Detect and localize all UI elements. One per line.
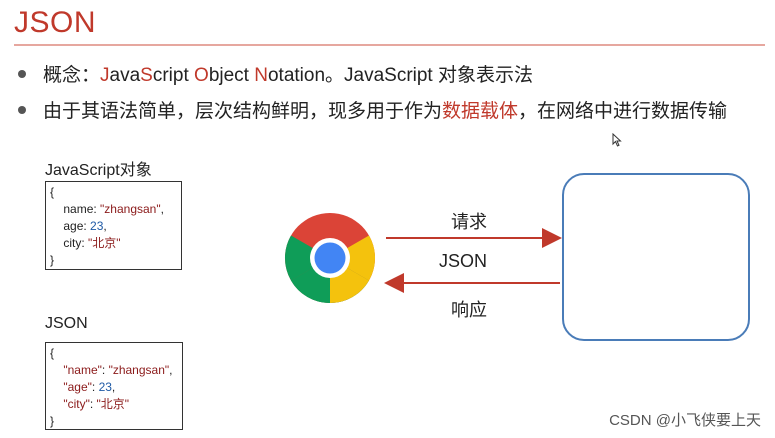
code-value: 23 xyxy=(98,380,112,394)
server-box xyxy=(562,173,750,341)
bullet-usage: 由于其语法简单，层次结构鲜明，现多用于作为数据载体，在网络中进行数据传输 xyxy=(18,96,727,123)
code-line: } xyxy=(50,413,178,430)
code-key: "city" xyxy=(63,397,90,411)
code-value: 23 xyxy=(90,219,104,233)
code-line: name: "zhangsan", xyxy=(63,202,164,216)
concept-letter-n: N xyxy=(254,65,268,86)
code-line: "city": "北京" xyxy=(63,397,130,411)
bullet-concept-text: 概念：JavaScript Object Notation。JavaScript… xyxy=(43,60,533,87)
bullet-concept: 概念：JavaScript Object Notation。JavaScript… xyxy=(18,60,533,87)
title-divider xyxy=(14,44,765,46)
code-brace-close: } xyxy=(50,414,55,428)
usage-text-pre: 由于其语法简单，层次结构鲜明，现多用于作为 xyxy=(43,101,443,122)
concept-text-cript: cript xyxy=(152,65,195,86)
concept-text-ava: ava xyxy=(109,65,141,86)
code-value: "zhangsan" xyxy=(108,363,170,377)
js-object-caption: JavaScript对象 xyxy=(45,162,152,179)
concept-letter-j: J xyxy=(100,65,110,86)
code-key: name xyxy=(63,202,94,216)
code-brace-open: { xyxy=(50,346,55,360)
code-key: "name" xyxy=(63,363,102,377)
watermark: CSDN @小飞侠要上天 xyxy=(609,412,761,429)
code-sep: , xyxy=(103,219,107,233)
concept-text-bject: bject xyxy=(208,65,255,86)
json-label: JSON xyxy=(439,251,488,271)
slide-title: JSON xyxy=(14,6,97,39)
usage-text-post: ，在网络中进行数据传输 xyxy=(518,101,728,122)
js-object-code: { name: "zhangsan", age: 23, city: "北京" … xyxy=(45,181,182,270)
usage-highlight: 数据载体 xyxy=(442,101,519,122)
bullet-dot-icon xyxy=(18,105,26,114)
response-label: 响应 xyxy=(451,300,487,320)
json-caption: JSON xyxy=(45,315,88,332)
concept-prefix: 概念： xyxy=(43,65,101,86)
code-line: age: 23, xyxy=(63,219,107,233)
code-value: "北京" xyxy=(96,397,130,411)
concept-letter-o: O xyxy=(194,65,209,86)
code-key: age xyxy=(63,219,84,233)
code-line: { xyxy=(50,345,178,362)
code-value: "北京" xyxy=(88,236,121,250)
bullet-usage-text: 由于其语法简单，层次结构鲜明，现多用于作为数据载体，在网络中进行数据传输 xyxy=(43,96,727,123)
request-label: 请求 xyxy=(451,212,487,232)
code-line: "name": "zhangsan", xyxy=(63,363,173,377)
code-sep: , xyxy=(160,202,164,216)
code-sep: , xyxy=(111,380,116,394)
concept-text-otation: otation。JavaScript 对象表示法 xyxy=(267,65,533,86)
code-line: { xyxy=(50,184,177,201)
chrome-browser-icon xyxy=(284,212,376,304)
code-line: city: "北京" xyxy=(63,236,121,250)
bullet-dot-icon xyxy=(18,69,26,78)
concept-letter-s: S xyxy=(140,65,153,86)
code-sep: , xyxy=(169,363,173,377)
code-brace-close: } xyxy=(50,253,55,267)
code-line: "age": 23, xyxy=(63,380,116,394)
json-code: { "name": "zhangsan", "age": 23, "city":… xyxy=(45,342,183,430)
mouse-cursor-icon xyxy=(612,132,622,152)
code-line: } xyxy=(50,252,177,269)
code-key: "age" xyxy=(63,380,92,394)
code-value: "zhangsan" xyxy=(100,202,161,216)
code-brace-open: { xyxy=(50,185,55,199)
code-key: city xyxy=(63,236,82,250)
